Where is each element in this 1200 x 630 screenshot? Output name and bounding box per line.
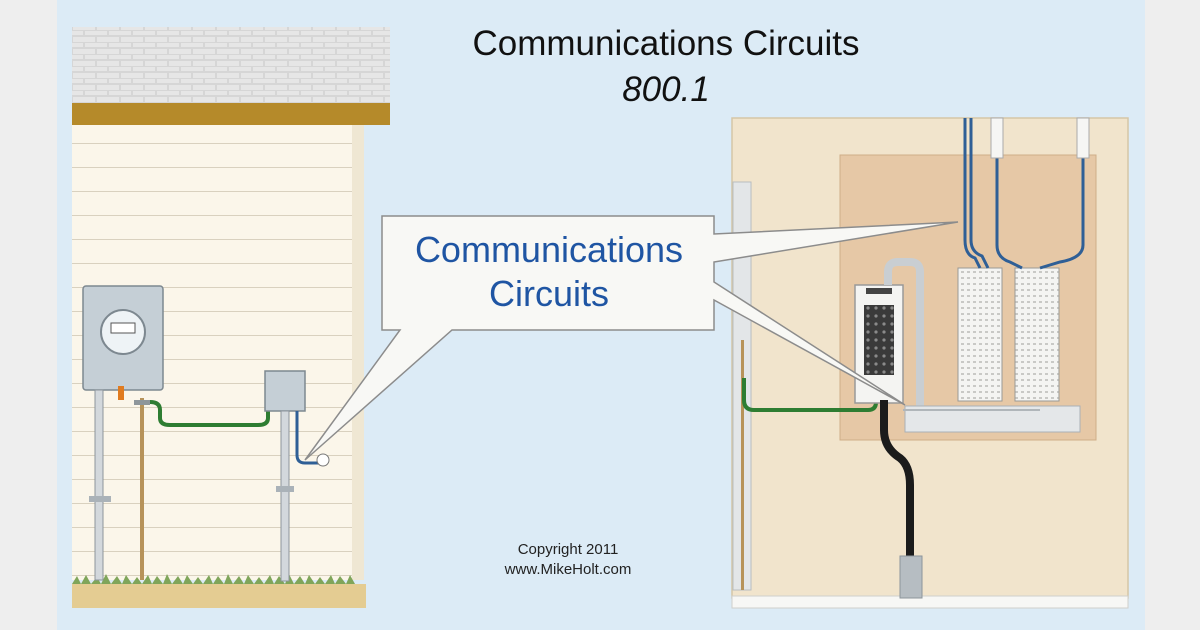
- fascia-board: [72, 103, 390, 125]
- copyright-url: www.MikeHolt.com: [504, 561, 632, 578]
- nid-conduit: [280, 410, 290, 582]
- callout-label: Communications Circuits: [388, 228, 710, 316]
- corner-trim: [352, 125, 364, 580]
- riser-sleeve-2: [1076, 117, 1090, 159]
- diagram-title: Communications Circuits: [472, 24, 860, 63]
- callout-bubble: [304, 215, 959, 461]
- punch-down-block-1: [957, 267, 1003, 402]
- riser-cables: [963, 118, 1085, 270]
- riser-sleeve-1: [990, 117, 1004, 159]
- meter-dials: [110, 322, 136, 334]
- protector-modules: [864, 305, 894, 375]
- conduit-loop: [884, 258, 924, 410]
- grass: [72, 574, 355, 584]
- punch-down-block-2: [1014, 267, 1060, 402]
- entrance-conduit: [899, 555, 923, 599]
- bonding-jumper-interior: [742, 378, 878, 412]
- communications-drop: [295, 411, 320, 465]
- nid-enclosure: [264, 370, 306, 412]
- callout-line-1: Communications: [414, 229, 684, 270]
- entrance-cable: [880, 400, 914, 560]
- telephone-nid: [264, 370, 330, 582]
- meter-ground-clamp: [118, 386, 124, 400]
- bonding-jumper: [149, 400, 270, 427]
- code-section: 800.1: [622, 70, 710, 109]
- telecom-room: [731, 117, 1129, 609]
- conduit-strap: [89, 496, 111, 502]
- floor-slab: [731, 595, 1129, 609]
- callout-line-2: Circuits: [488, 273, 609, 314]
- protector-label: [866, 288, 892, 294]
- grounding-electrode-conductor: [140, 398, 144, 580]
- service-conduit-left: [94, 389, 104, 581]
- grounding-conductor-interior: [741, 340, 744, 590]
- cable-entry: [316, 453, 330, 467]
- electric-meter: [82, 285, 164, 581]
- copyright-year: Copyright 2011: [517, 541, 619, 558]
- intersystem-bonding-termination: [134, 400, 150, 405]
- ground-soil: [72, 584, 366, 608]
- nid-strap: [276, 486, 294, 492]
- grounding-path: [134, 398, 270, 580]
- copyright-notice: Copyright 2011 www.MikeHolt.com: [468, 540, 668, 580]
- roof-shingles: [72, 27, 390, 103]
- primary-protector: [854, 284, 904, 404]
- house-exterior: [72, 27, 390, 608]
